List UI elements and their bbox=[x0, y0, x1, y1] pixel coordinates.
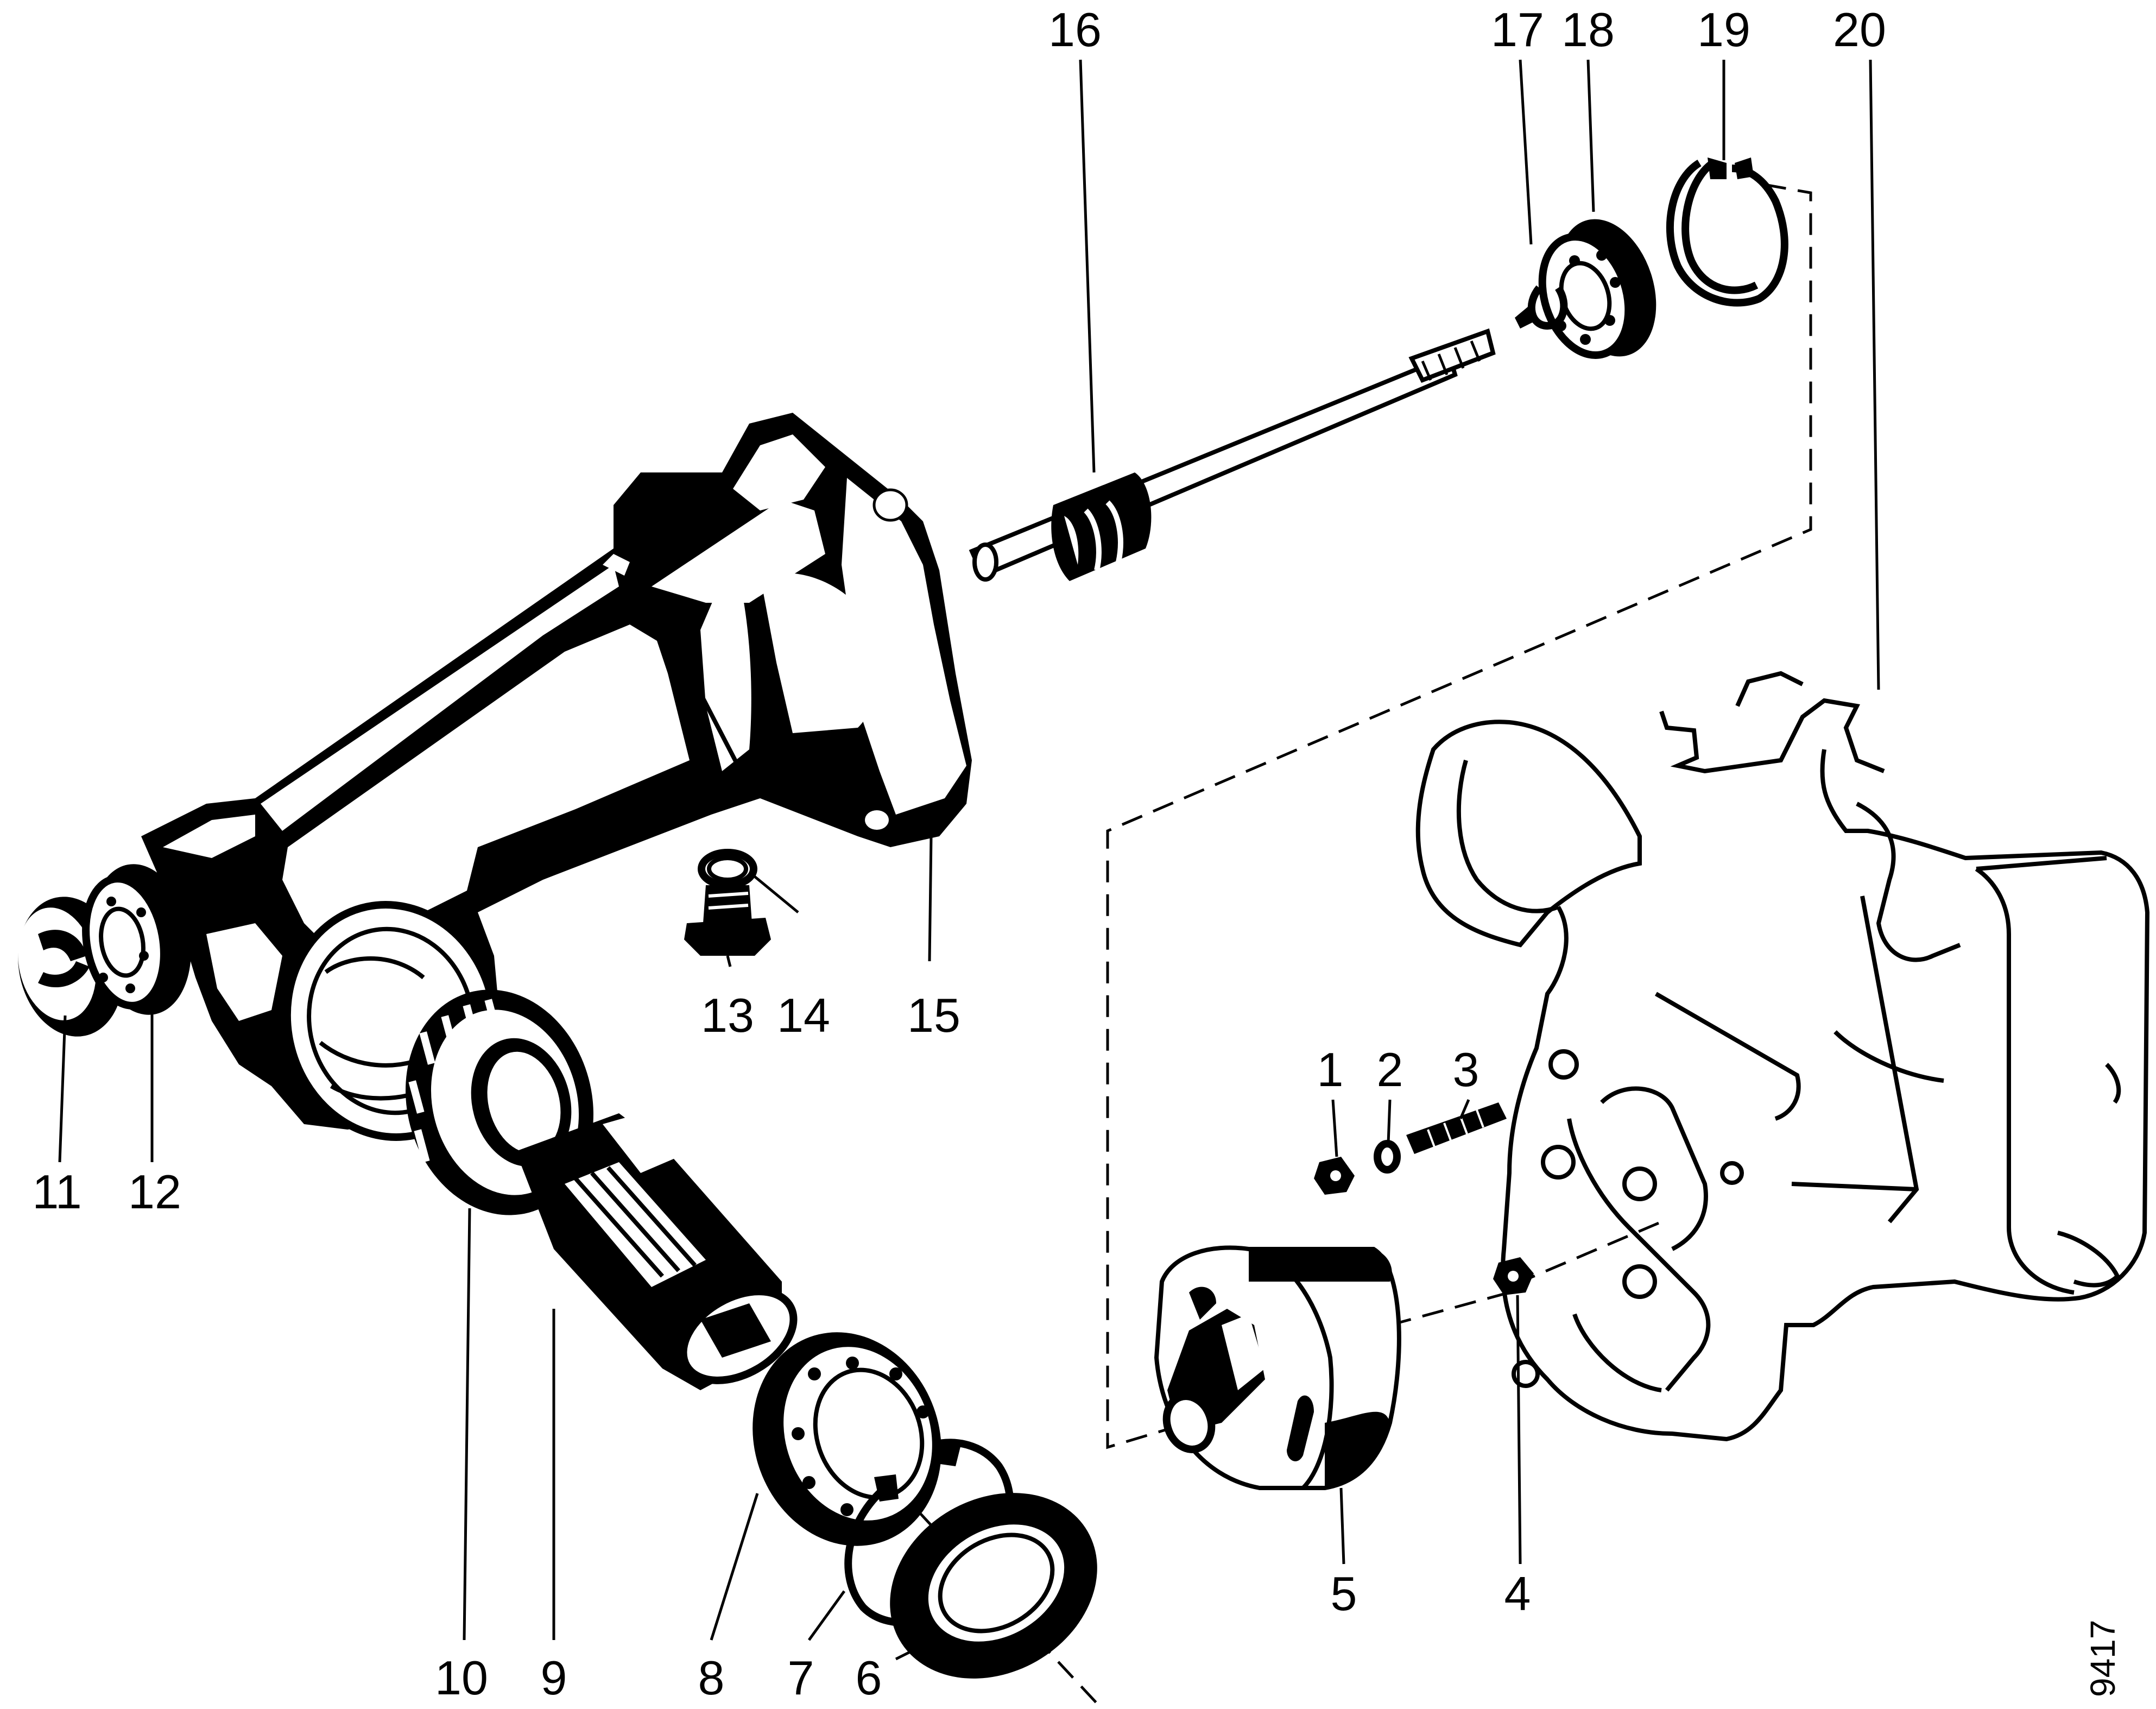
label-12: 12 bbox=[128, 1165, 181, 1219]
end-bearing bbox=[82, 864, 191, 1015]
oil-seal bbox=[890, 1493, 1097, 1679]
splined-gear bbox=[516, 1113, 798, 1390]
label-7: 7 bbox=[788, 1651, 814, 1705]
label-9: 9 bbox=[541, 1651, 567, 1705]
circlip-ring bbox=[1666, 157, 1788, 307]
engine-block bbox=[1415, 671, 2150, 1442]
label-19: 19 bbox=[1697, 3, 1750, 56]
leader-lines bbox=[58, 59, 1880, 1661]
label-16: 16 bbox=[1048, 3, 1102, 56]
label-20: 20 bbox=[1833, 3, 1886, 56]
shaft-bearing bbox=[1515, 219, 1656, 360]
drain-plug bbox=[684, 849, 771, 956]
label-1: 1 bbox=[1317, 1043, 1344, 1096]
reference-number: 9417 bbox=[2083, 1620, 2122, 1697]
label-17: 17 bbox=[1491, 3, 1544, 56]
part-labels: 16 17 18 19 20 13 14 15 1 2 3 11 12 5 4 … bbox=[32, 3, 1886, 1705]
label-4: 4 bbox=[1504, 1567, 1531, 1620]
label-2: 2 bbox=[1377, 1043, 1403, 1096]
label-15: 15 bbox=[907, 988, 960, 1042]
label-3: 3 bbox=[1453, 1043, 1480, 1096]
worm-shaft bbox=[969, 328, 1496, 582]
label-10: 10 bbox=[435, 1651, 488, 1705]
label-11: 11 bbox=[32, 1165, 81, 1219]
label-5: 5 bbox=[1331, 1567, 1357, 1620]
label-18: 18 bbox=[1561, 3, 1615, 56]
fasteners bbox=[1314, 1102, 1534, 1295]
clutch-drum bbox=[1154, 1245, 1401, 1490]
label-8: 8 bbox=[698, 1651, 725, 1705]
gearbox-housing bbox=[141, 413, 972, 1141]
label-13: 13 bbox=[701, 988, 754, 1042]
label-14: 14 bbox=[777, 988, 830, 1042]
label-6: 6 bbox=[856, 1651, 882, 1705]
